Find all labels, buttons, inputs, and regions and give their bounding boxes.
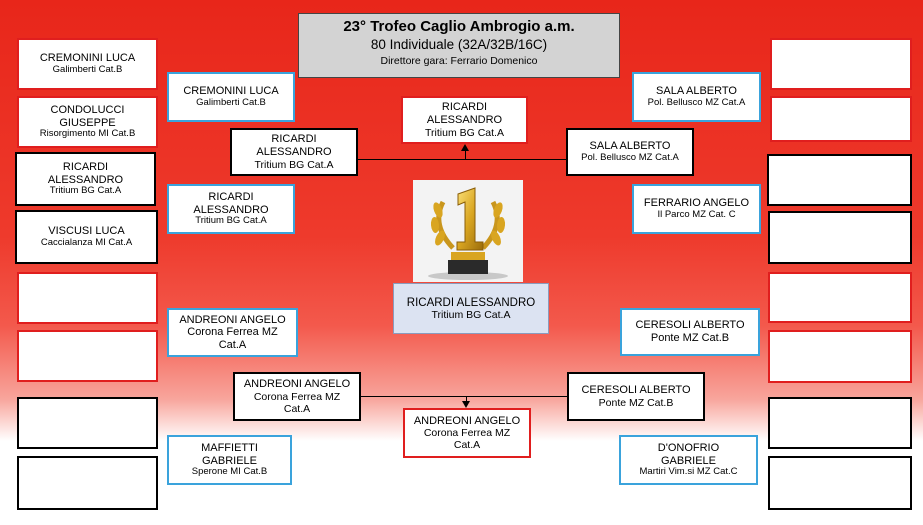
player-club: Il Parco MZ Cat. C xyxy=(657,210,735,221)
bracket-slot-left-r1-4: VISCUSI LUCA Caccialanza MI Cat.A xyxy=(15,210,158,264)
player-club: Corona Ferrea MZ Cat.A xyxy=(417,427,517,451)
player-club: Tritium BG Cat.A xyxy=(195,216,266,227)
player-club: Tritium BG Cat.A xyxy=(425,127,504,139)
winner-club: Tritium BG Cat.A xyxy=(432,309,511,321)
player-club: Sperone MI Cat.B xyxy=(192,467,268,478)
player-name: ANDREONI ANGELO xyxy=(414,415,520,428)
connector-line xyxy=(358,159,566,160)
bracket-slot-right-r2-1: SALA ALBERTO Pol. Bellusco MZ Cat.A xyxy=(632,72,761,122)
player-name: RICARDI ALESSANDRO xyxy=(420,101,510,126)
player-club: Pol. Bellusco MZ Cat.A xyxy=(648,98,746,109)
player-name: CERESOLI ALBERTO xyxy=(635,319,744,332)
connector-line xyxy=(465,150,466,160)
player-club: Tritium BG Cat.A xyxy=(255,159,334,171)
player-name: RICARDI ALESSANDRO xyxy=(186,191,276,216)
bracket-slot-left-r1-8 xyxy=(17,456,158,510)
player-club: Tritium BG Cat.A xyxy=(50,186,121,197)
player-club: Ponte MZ Cat.B xyxy=(651,332,729,345)
bracket-slot-right-r1-1 xyxy=(770,38,912,90)
bracket-slot-left-r1-3: RICARDI ALESSANDRO Tritium BG Cat.A xyxy=(15,152,156,206)
title-box: 23° Trofeo Caglio Ambrogio a.m. 80 Indiv… xyxy=(298,13,620,78)
player-club: Martiri Vim.si MZ Cat.C xyxy=(640,467,738,478)
bracket-slot-left-r1-5 xyxy=(17,272,158,324)
player-club: Ponte MZ Cat.B xyxy=(599,397,674,409)
bracket-slot-left-r2-2: RICARDI ALESSANDRO Tritium BG Cat.A xyxy=(167,184,295,234)
bracket-slot-right-r1-3 xyxy=(767,154,912,206)
bracket-slot-left-r1-6 xyxy=(17,330,158,382)
tournament-format: 80 Individuale (32A/32B/16C) xyxy=(299,37,619,52)
trophy-number-one-icon xyxy=(413,180,523,282)
player-name: RICARDI ALESSANDRO xyxy=(249,133,339,158)
trophy-image xyxy=(413,180,523,282)
player-name: VISCUSI LUCA xyxy=(48,225,124,238)
player-name: CREMONINI LUCA xyxy=(40,52,135,65)
winner-box: RICARDI ALESSANDRO Tritium BG Cat.A xyxy=(393,283,549,334)
tournament-title: 23° Trofeo Caglio Ambrogio a.m. xyxy=(299,18,619,35)
bracket-slot-left-r2-4: MAFFIETTI GABRIELE Sperone MI Cat.B xyxy=(167,435,292,485)
player-name: SALA ALBERTO xyxy=(656,85,737,98)
player-club: Galimberti Cat.B xyxy=(196,98,266,109)
player-name: ANDREONI ANGELO xyxy=(244,378,350,391)
player-name: CREMONINI LUCA xyxy=(183,85,278,98)
arrow-down-icon xyxy=(462,401,470,408)
bracket-slot-left-r2-3: ANDREONI ANGELO Corona Ferrea MZ Cat.A xyxy=(167,308,298,357)
bracket-slot-right-semi-1: SALA ALBERTO Pol. Bellusco MZ Cat.A xyxy=(566,128,694,176)
bracket-slot-right-r2-2: FERRARIO ANGELO Il Parco MZ Cat. C xyxy=(632,184,761,234)
player-name: MAFFIETTI GABRIELE xyxy=(185,442,275,467)
race-director: Direttore gara: Ferrario Domenico xyxy=(299,55,619,67)
bracket-slot-left-r1-2: CONDOLUCCI GIUSEPPE Risorgimento MI Cat.… xyxy=(17,96,158,148)
player-name: RICARDI ALESSANDRO xyxy=(36,161,136,186)
player-name: ANDREONI ANGELO xyxy=(179,314,285,327)
bracket-slot-right-r1-6 xyxy=(768,330,912,383)
winner-name: RICARDI ALESSANDRO xyxy=(407,297,535,309)
bracket-slot-left-semi-1: RICARDI ALESSANDRO Tritium BG Cat.A xyxy=(230,128,358,176)
bracket-slot-right-r1-8 xyxy=(768,456,912,510)
bracket-slot-right-r1-2 xyxy=(770,96,912,142)
connector-line xyxy=(361,396,567,397)
player-name: CONDOLUCCI GIUSEPPE xyxy=(33,104,143,129)
bracket-slot-left-semi-2: ANDREONI ANGELO Corona Ferrea MZ Cat.A xyxy=(233,372,361,421)
arrow-up-icon xyxy=(461,144,469,151)
player-club: Pol. Bellusco MZ Cat.A xyxy=(581,153,679,164)
bracket-slot-right-semi-2: CERESOLI ALBERTO Ponte MZ Cat.B xyxy=(567,372,705,421)
bracket-slot-left-r2-1: CREMONINI LUCA Galimberti Cat.B xyxy=(167,72,295,122)
bracket-slot-finalist-top: RICARDI ALESSANDRO Tritium BG Cat.A xyxy=(401,96,528,144)
bracket-slot-left-r1-1: CREMONINI LUCA Galimberti Cat.B xyxy=(17,38,158,90)
player-club: Caccialanza MI Cat.A xyxy=(41,238,132,249)
bracket-slot-finalist-bottom: ANDREONI ANGELO Corona Ferrea MZ Cat.A xyxy=(403,408,531,458)
bracket-slot-right-r1-7 xyxy=(768,397,912,449)
bracket-slot-left-r1-7 xyxy=(17,397,158,449)
player-name: CERESOLI ALBERTO xyxy=(581,384,690,397)
player-name: D'ONOFRIO GABRIELE xyxy=(644,442,734,467)
player-club: Corona Ferrea MZ Cat.A xyxy=(247,391,347,415)
player-club: Galimberti Cat.B xyxy=(53,65,123,76)
bracket-slot-right-r1-5 xyxy=(768,272,912,323)
bracket-slot-right-r1-4 xyxy=(768,211,912,264)
player-club: Risorgimento MI Cat.B xyxy=(40,129,136,140)
player-club: Corona Ferrea MZ Cat.A xyxy=(183,326,283,351)
bracket-slot-right-r2-3: CERESOLI ALBERTO Ponte MZ Cat.B xyxy=(620,308,760,356)
bracket-slot-right-r2-4: D'ONOFRIO GABRIELE Martiri Vim.si MZ Cat… xyxy=(619,435,758,485)
player-name: SALA ALBERTO xyxy=(590,140,671,153)
player-name: FERRARIO ANGELO xyxy=(644,197,749,210)
